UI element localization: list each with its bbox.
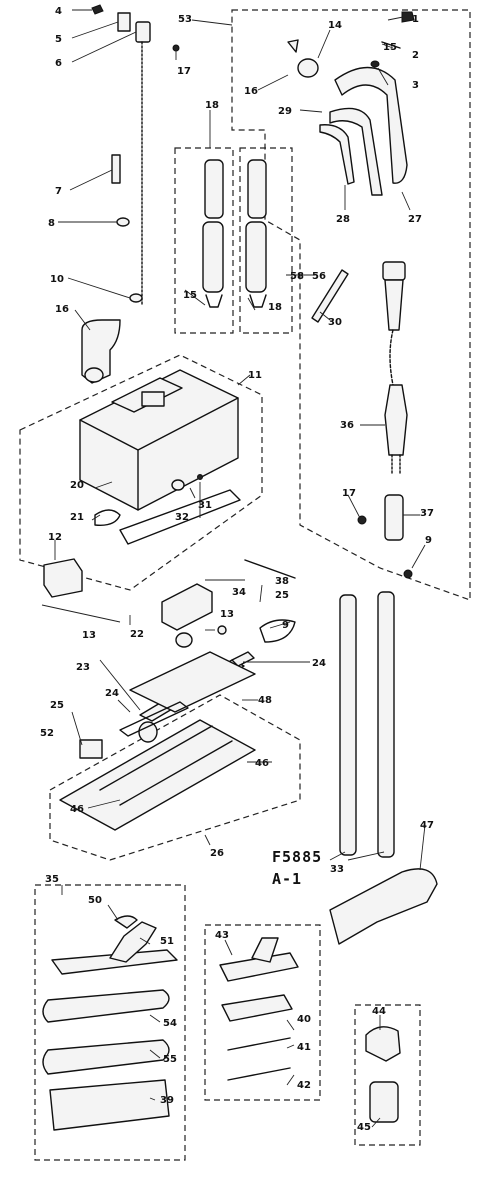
label-55: 55 xyxy=(163,1054,177,1065)
upholstery-tool-parts xyxy=(219,937,299,1081)
label-12: 12 xyxy=(48,532,62,543)
label-23: 23 xyxy=(76,662,90,673)
label-24-left: 24 xyxy=(105,688,119,699)
label-46-right: 46 xyxy=(255,758,269,769)
wand-assembly-box-left xyxy=(174,147,234,334)
label-28: 28 xyxy=(336,214,350,225)
label-10: 10 xyxy=(50,274,64,285)
canister-body xyxy=(43,369,296,648)
label-4: 4 xyxy=(55,6,62,17)
label-35: 35 xyxy=(45,874,59,885)
label-21: 21 xyxy=(70,512,84,523)
label-33: 33 xyxy=(330,864,344,875)
upholstery-tool-box xyxy=(204,924,321,1101)
label-11: 11 xyxy=(248,370,262,381)
label-40: 40 xyxy=(297,1014,311,1025)
label-13-left: 13 xyxy=(82,630,96,641)
label-22: 22 xyxy=(130,629,144,640)
label-50: 50 xyxy=(88,895,102,906)
hose-group-outline xyxy=(231,9,471,601)
label-7: 7 xyxy=(55,186,62,197)
label-52: 52 xyxy=(40,728,54,739)
label-6: 6 xyxy=(55,58,62,69)
label-16-top: 16 xyxy=(244,86,258,97)
extension-wands xyxy=(339,591,395,858)
label-30: 30 xyxy=(328,317,342,328)
label-43: 43 xyxy=(215,930,229,941)
label-14: 14 xyxy=(328,20,342,31)
hose-connectors xyxy=(287,11,415,196)
label-29: 29 xyxy=(278,106,292,117)
wand-assembly-box-right xyxy=(239,147,293,334)
handle-rod-parts xyxy=(81,4,180,384)
label-9: 9 xyxy=(282,620,289,631)
label-37: 37 xyxy=(420,508,434,519)
label-2: 2 xyxy=(412,50,419,61)
label-18: 18 xyxy=(205,100,219,111)
part-labels: 4 5 6 17 7 8 10 16 18 15 18 56 30 11 20 … xyxy=(40,6,434,1133)
crevice-tool-box xyxy=(354,1004,421,1146)
canister-group-outline xyxy=(19,354,263,591)
base-plate-outline xyxy=(49,694,301,861)
label-16: 16 xyxy=(55,304,69,315)
crevice-tool-parts xyxy=(365,1026,401,1123)
label-47: 47 xyxy=(420,820,434,831)
hose-assembly xyxy=(311,261,413,579)
label-54: 54 xyxy=(163,1018,177,1029)
label-48: 48 xyxy=(258,695,272,706)
label-41: 41 xyxy=(297,1042,311,1053)
label-32: 32 xyxy=(175,512,189,523)
label-46-left: 46 xyxy=(70,804,84,815)
label-34: 34 xyxy=(232,587,246,598)
label-51: 51 xyxy=(160,936,174,947)
label-31: 31 xyxy=(198,500,212,511)
label-8: 8 xyxy=(48,218,55,229)
label-5: 5 xyxy=(55,34,62,45)
label-25-top: 25 xyxy=(275,590,289,601)
leader-lines xyxy=(41,9,426,1128)
label-25-left: 25 xyxy=(50,700,64,711)
floor-brush-box xyxy=(34,884,186,1161)
label-15: 15 xyxy=(183,290,197,301)
label-20: 20 xyxy=(70,480,84,491)
label-53: 53 xyxy=(178,14,192,25)
label-18-right: 18 xyxy=(268,302,282,313)
label-42: 42 xyxy=(297,1080,311,1091)
floor-brush-parts xyxy=(42,915,178,1131)
model-code: F5885 xyxy=(272,848,322,866)
label-38: 38 xyxy=(275,576,289,587)
label-17: 17 xyxy=(177,66,191,77)
label-58: 58 xyxy=(290,271,304,282)
label-44: 44 xyxy=(372,1006,386,1017)
label-9-right: 9 xyxy=(425,535,432,546)
brushroll-and-base xyxy=(59,651,256,831)
label-56: 56 xyxy=(312,271,326,282)
label-3: 3 xyxy=(412,80,419,91)
label-26: 26 xyxy=(210,848,224,859)
wand-tubes xyxy=(202,159,267,308)
label-13-right: 13 xyxy=(220,609,234,620)
label-36: 36 xyxy=(340,420,354,431)
sheet-code: A-1 xyxy=(272,870,302,888)
label-27: 27 xyxy=(408,214,422,225)
furniture-nozzle xyxy=(329,868,438,945)
label-24-right: 24 xyxy=(312,658,326,669)
label-15-top: 15 xyxy=(383,42,397,53)
label-45: 45 xyxy=(357,1122,371,1133)
label-39: 39 xyxy=(160,1095,174,1106)
label-17-right: 17 xyxy=(342,488,356,499)
label-1: 1 xyxy=(412,14,419,25)
